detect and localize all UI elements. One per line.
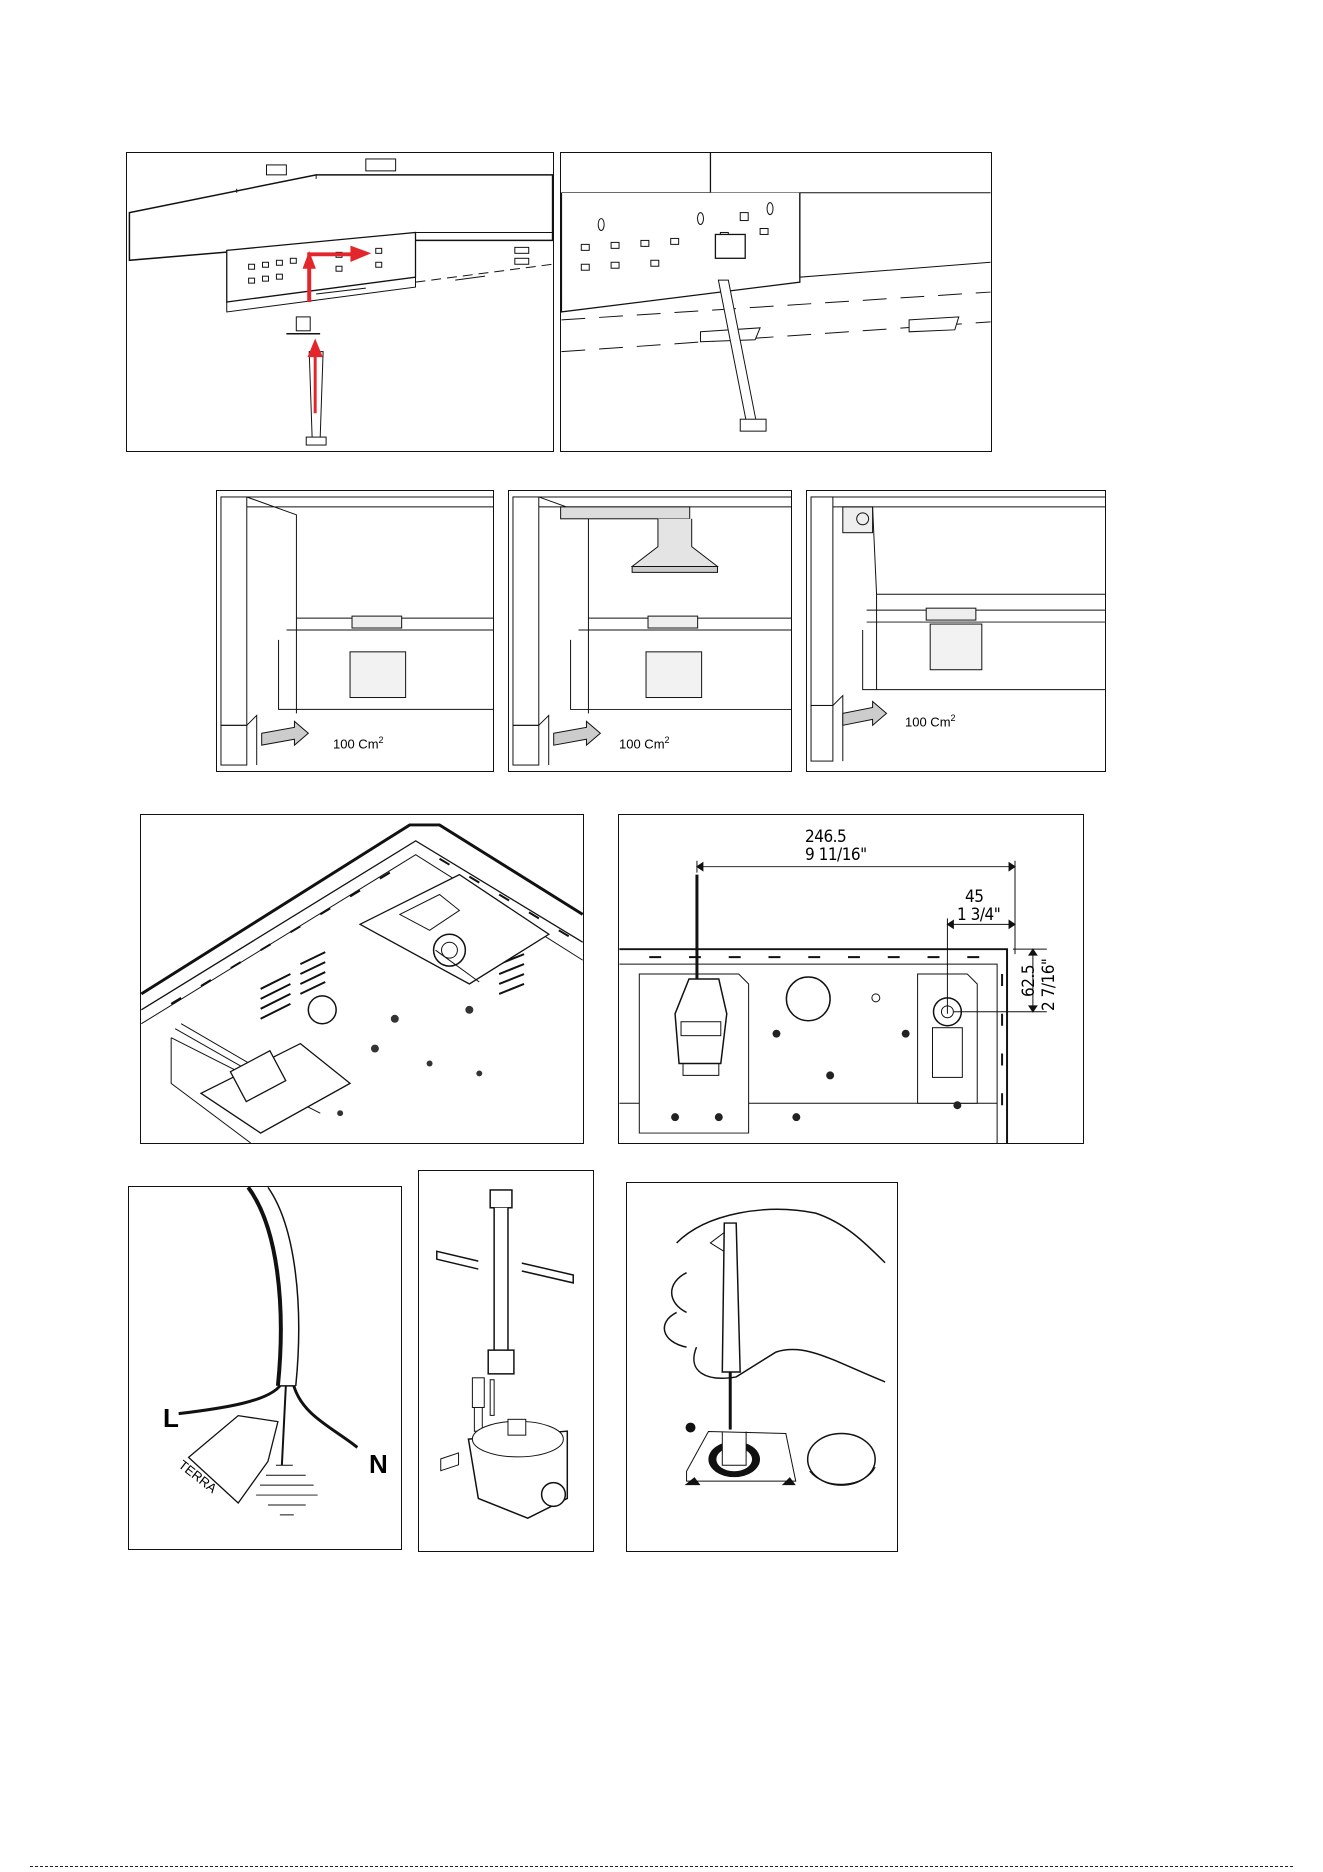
dimension-width-in: 9 11/16"	[805, 845, 867, 865]
ventilation-label: 100 Cm2	[333, 735, 384, 751]
panel-electrical-wiring: L N TERRA	[128, 1186, 402, 1550]
dimension-width-mm: 246.5	[805, 827, 846, 847]
dimension-height-in: 2 7/16"	[1039, 959, 1059, 1011]
panel-ventilation-with-hood: 100 Cm2	[508, 490, 792, 772]
panel-fixing-step-2	[560, 152, 992, 452]
hob-screw-tightened-drawing	[561, 153, 991, 451]
kitchen-ventilation-drawing	[217, 491, 493, 771]
ventilation-label: 100 Cm2	[619, 735, 670, 751]
kitchen-hood-ventilation-drawing	[509, 491, 791, 771]
panel-hob-connection-dimensions: 246.5 9 11/16" 45 1 3/4" 62.5 2 7/16"	[618, 814, 1084, 1144]
panel-ventilation-with-vent: 100 Cm2	[806, 490, 1106, 772]
dimension-height-mm: 62.5	[1019, 965, 1039, 997]
panel-fixing-step-1	[126, 152, 554, 452]
hob-underside-drawing	[141, 815, 583, 1143]
ventilation-label: 100 Cm2	[905, 713, 956, 729]
panel-flame-adjustment	[626, 1182, 898, 1552]
screwdriver-adjustment-drawing	[627, 1183, 897, 1551]
power-cable-drawing	[129, 1187, 401, 1549]
kitchen-wall-vent-drawing	[807, 491, 1105, 771]
injector-spanner-drawing	[419, 1171, 593, 1551]
live-wire-label: L	[163, 1403, 179, 1434]
page-bottom-rule	[30, 1866, 1293, 1867]
dimension-offset-in: 1 3/4"	[957, 905, 1000, 925]
neutral-wire-label: N	[369, 1449, 388, 1480]
panel-ventilation-no-hood: 100 Cm2	[216, 490, 494, 772]
panel-hob-underside-isometric	[140, 814, 584, 1144]
hob-bracket-drawing	[127, 153, 553, 451]
dimension-offset-mm: 45	[965, 887, 983, 907]
panel-injector-replacement	[418, 1170, 594, 1552]
